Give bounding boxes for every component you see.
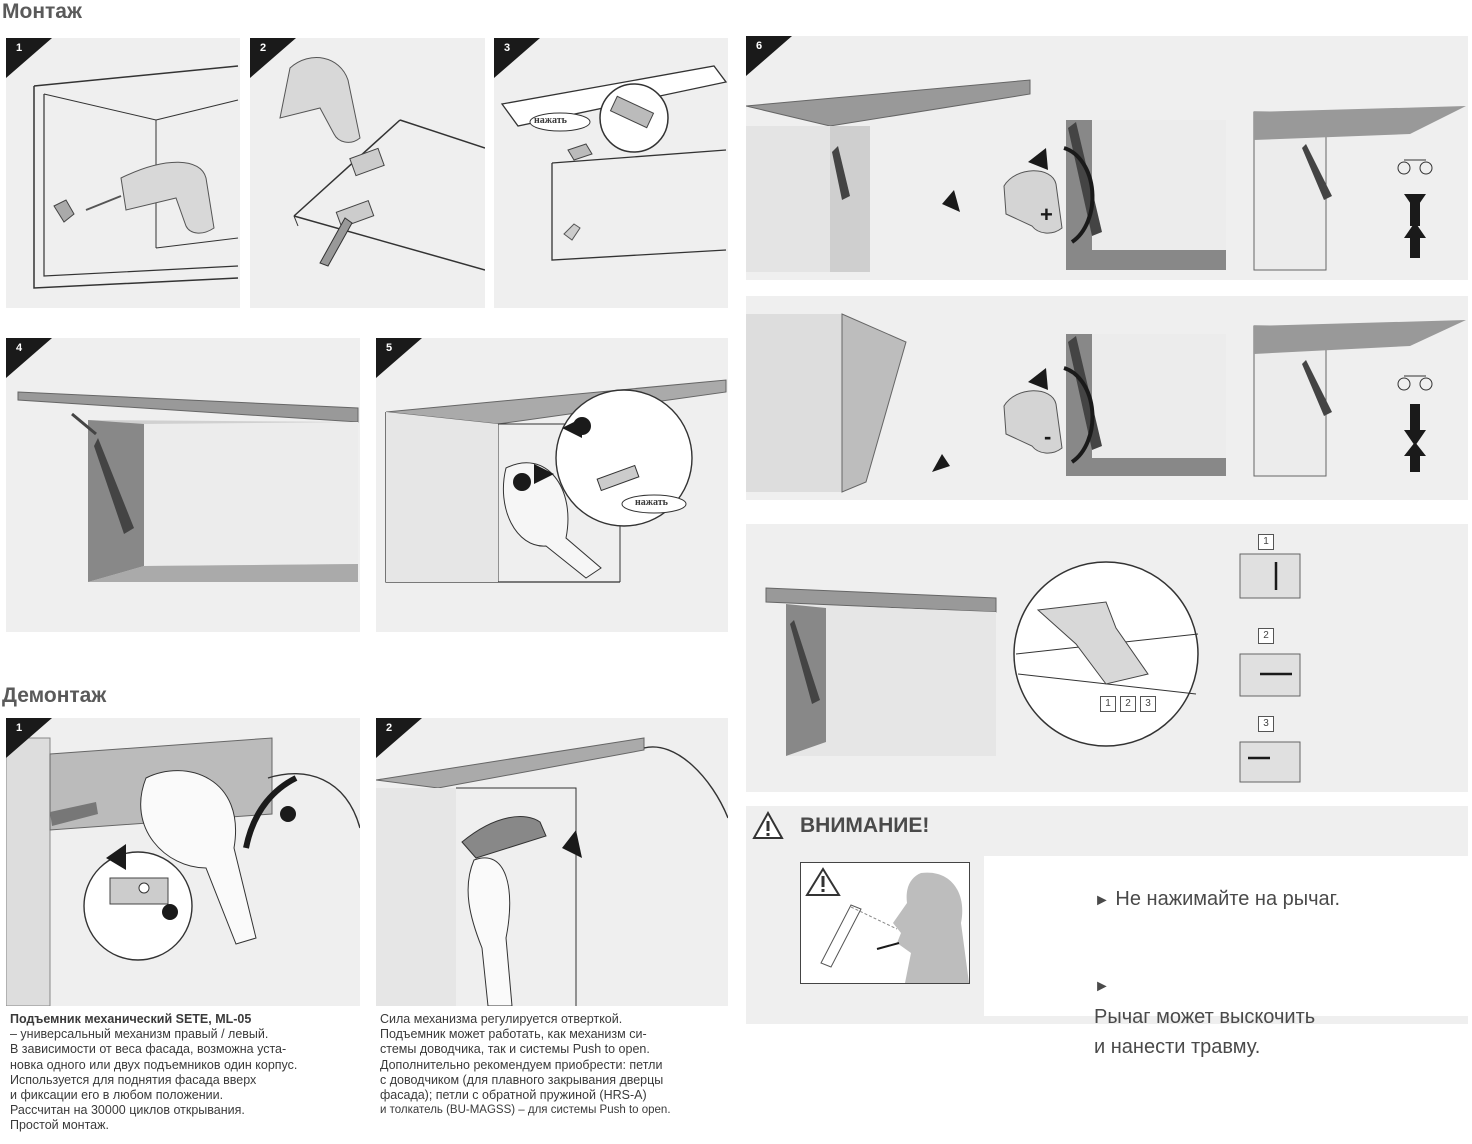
warning-item-2: ► Рычаг может выскочить и нанести травму… [1094,942,1315,1062]
step-4-badge [6,338,52,378]
caption-right-line: Сила механизма регулируется отверткой. [380,1012,623,1026]
demontage-step-2-badge [376,718,422,758]
step-2-badge [250,38,296,78]
hinge-adjustment-illustration [765,553,1301,783]
step-1-badge [6,38,52,78]
caption-right-line: и толкатель (BU-MAGSS) – для системы Pus… [380,1104,671,1117]
adjust-box-label-1: 1 [1258,534,1274,550]
step-5-badge [376,338,422,378]
caption-right-line: Дополнительно рекомендуем приобрести: пе… [380,1057,663,1072]
warning-body: ► Не нажимайте на рычаг. ► Рычаг может в… [746,846,1468,1058]
detach-mechanism-illustration [376,737,728,1006]
decrease-force-illustration [746,313,1466,493]
release-front-panel-illustration [6,737,360,1006]
screw-hinge-illustration [279,57,485,271]
warning-triangle-icon [752,810,784,839]
montage-step-1-panel: 1 [6,38,240,308]
lift-installed-illustration [17,391,359,582]
caption-right-line: фасада); петли с обратной пружиной (HRS-… [380,1088,647,1103]
warning-title: ВНИМАНИЕ! [800,814,930,837]
montage-step-6-decrease-panel: - [746,296,1468,500]
hinge-screw-label-1: 1 [1100,696,1116,712]
step-6-badge [746,36,792,76]
montage-step-5-panel: нажать 5 [376,338,728,632]
caption-product-description: Подъемник механический SETE, ML-05 – уни… [10,1012,362,1134]
drill-into-side-wall-illustration [33,65,239,289]
montage-title: Монтаж [2,0,82,23]
caption-left-line: Используется для поднятия фасада вверх [10,1072,257,1087]
caption-adjustment-description: Сила механизма регулируется отверткой. П… [380,1012,732,1118]
montage-step-2-panel: 2 [250,38,485,308]
bullet-arrow-icon: ► [1094,978,1110,995]
attach-front-panel-illustration [500,65,728,261]
engage-mechanism-illustration [385,379,727,583]
bullet-arrow-icon: ► [1094,892,1110,909]
increase-force-illustration [746,79,1466,272]
caption-left-line: и фиксации его в любом положении. [10,1088,224,1103]
press-label-step-5: нажать [635,497,668,508]
caption-left-line: – универсальный механизм правый / левый. [10,1027,269,1042]
caption-left-line: В зависимости от веса фасада, возможна у… [10,1042,287,1057]
montage-step-4-panel: 4 [6,338,360,632]
demontage-step-1-badge [6,718,52,758]
caption-left-line: Рассчитан на 30000 циклов открывания. [10,1103,245,1118]
caption-product-title: Подъемник механический SETE, ML-05 [10,1012,252,1026]
caption-right-line: с доводчиком (для плавного закрывания дв… [380,1072,664,1087]
demontage-step-2-panel: 2 [376,718,728,1006]
adjust-box-label-3: 3 [1258,716,1274,732]
hinge-adjustment-panel: 1 2 3 1 2 3 [746,524,1468,792]
hinge-screw-label-2: 2 [1120,696,1136,712]
montage-step-3-panel: нажать 3 [494,38,728,308]
step-3-badge [494,38,540,78]
lever-injury-illustration [805,867,969,983]
warning-header-bar: ВНИМАНИЕ! [746,806,1468,846]
hinge-screw-label-3: 3 [1140,696,1156,712]
caption-right-line: Подъемник может работать, как механизм с… [380,1027,647,1042]
demontage-title: Демонтаж [2,684,107,707]
warning-item-1: ► Не нажимайте на рычаг. [1094,884,1340,916]
caption-left-line: новка одного или двух подъемников один к… [10,1057,298,1072]
caption-right-line: стемы доводчика, так и системы Push to o… [380,1042,650,1057]
warning-item-2-text: Рычаг может выскочить и нанести травму. [1094,1006,1316,1058]
adjust-minus-sign: - [1044,424,1052,449]
adjust-plus-sign: + [1040,202,1053,227]
montage-step-6-increase-panel: + 6 [746,36,1468,280]
demontage-step-1-panel: 1 [6,718,360,1006]
adjust-box-label-2: 2 [1258,628,1274,644]
warning-item-1-text: Не нажимайте на рычаг. [1115,888,1341,910]
warning-text-box: ► Не нажимайте на рычаг. ► Рычаг может в… [984,856,1468,1058]
press-label-step-3: нажать [534,115,567,126]
caption-left-line: Простой монтаж. [10,1118,109,1133]
warning-illustration-frame [800,862,970,984]
